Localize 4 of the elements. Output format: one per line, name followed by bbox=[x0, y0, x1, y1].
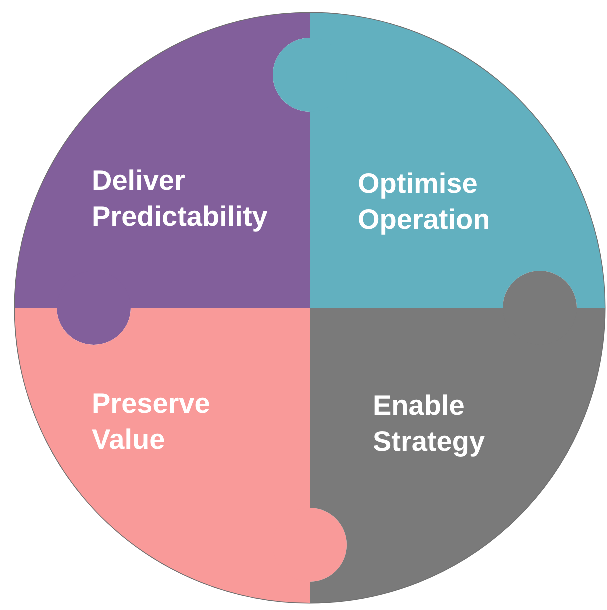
piece-label: Deliver Predictability bbox=[92, 164, 269, 234]
piece-label: Preserve Value bbox=[92, 387, 212, 457]
piece-label: Enable Strategy bbox=[373, 389, 486, 459]
piece-label: Optimise Operation bbox=[358, 167, 492, 237]
